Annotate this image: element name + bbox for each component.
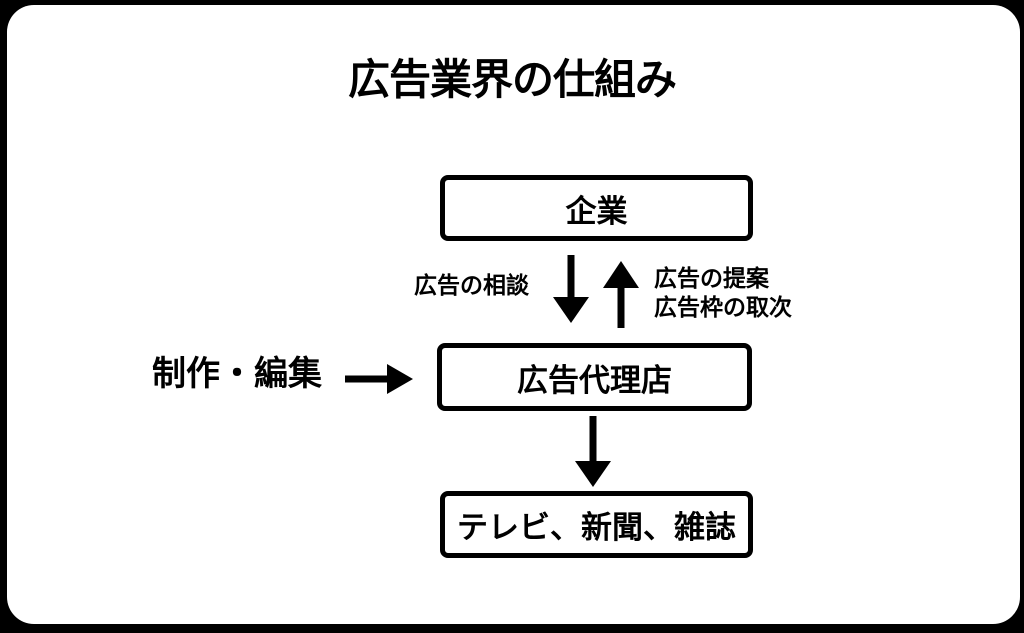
arrow-down-icon	[549, 253, 593, 327]
node-agency-label: 広告代理店	[517, 362, 672, 398]
diagram-title: 広告業界の仕組み	[347, 56, 677, 103]
node-agency: 広告代理店	[437, 343, 752, 411]
node-media-label: テレビ、新聞、雑誌	[457, 510, 736, 545]
arrow-down-icon	[571, 414, 615, 490]
edge-label-consultation: 広告の相談	[414, 272, 529, 298]
node-media: テレビ、新聞、雑誌	[440, 491, 753, 558]
arrow-up-icon	[599, 257, 643, 331]
edge-label-production: 制作・編集	[152, 355, 322, 393]
node-company-label: 企業	[565, 193, 628, 229]
edge-label-proposal-line2: 広告枠の取次	[654, 294, 792, 320]
edge-label-proposal: 広告の提案 広告枠の取次	[654, 264, 792, 322]
node-company: 企業	[440, 175, 753, 241]
arrow-right-icon	[341, 360, 417, 400]
edge-label-proposal-line1: 広告の提案	[654, 265, 769, 291]
